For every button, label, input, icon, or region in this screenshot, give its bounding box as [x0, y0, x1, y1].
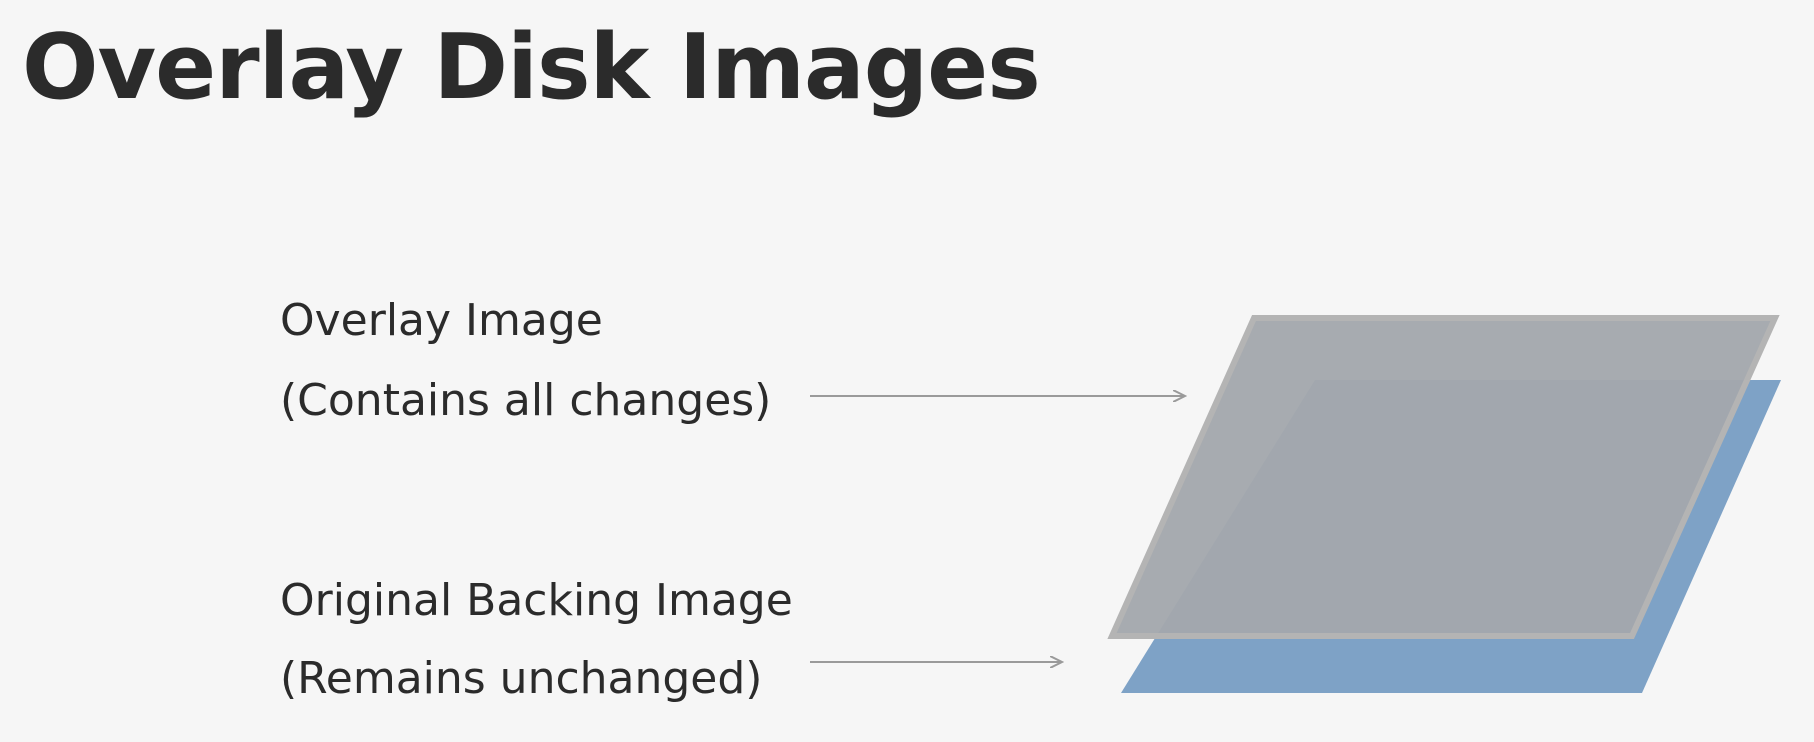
- backing-label-subtitle: (Remains unchanged): [280, 653, 763, 704]
- slide-title: Overlay Disk Images: [22, 15, 1041, 120]
- overlay-image-layer: [1107, 315, 1780, 639]
- overlay-label-title: Overlay Image: [280, 295, 603, 346]
- backing-label-title: Original Backing Image: [280, 575, 793, 626]
- overlay-label-subtitle: (Contains all changes): [280, 375, 772, 426]
